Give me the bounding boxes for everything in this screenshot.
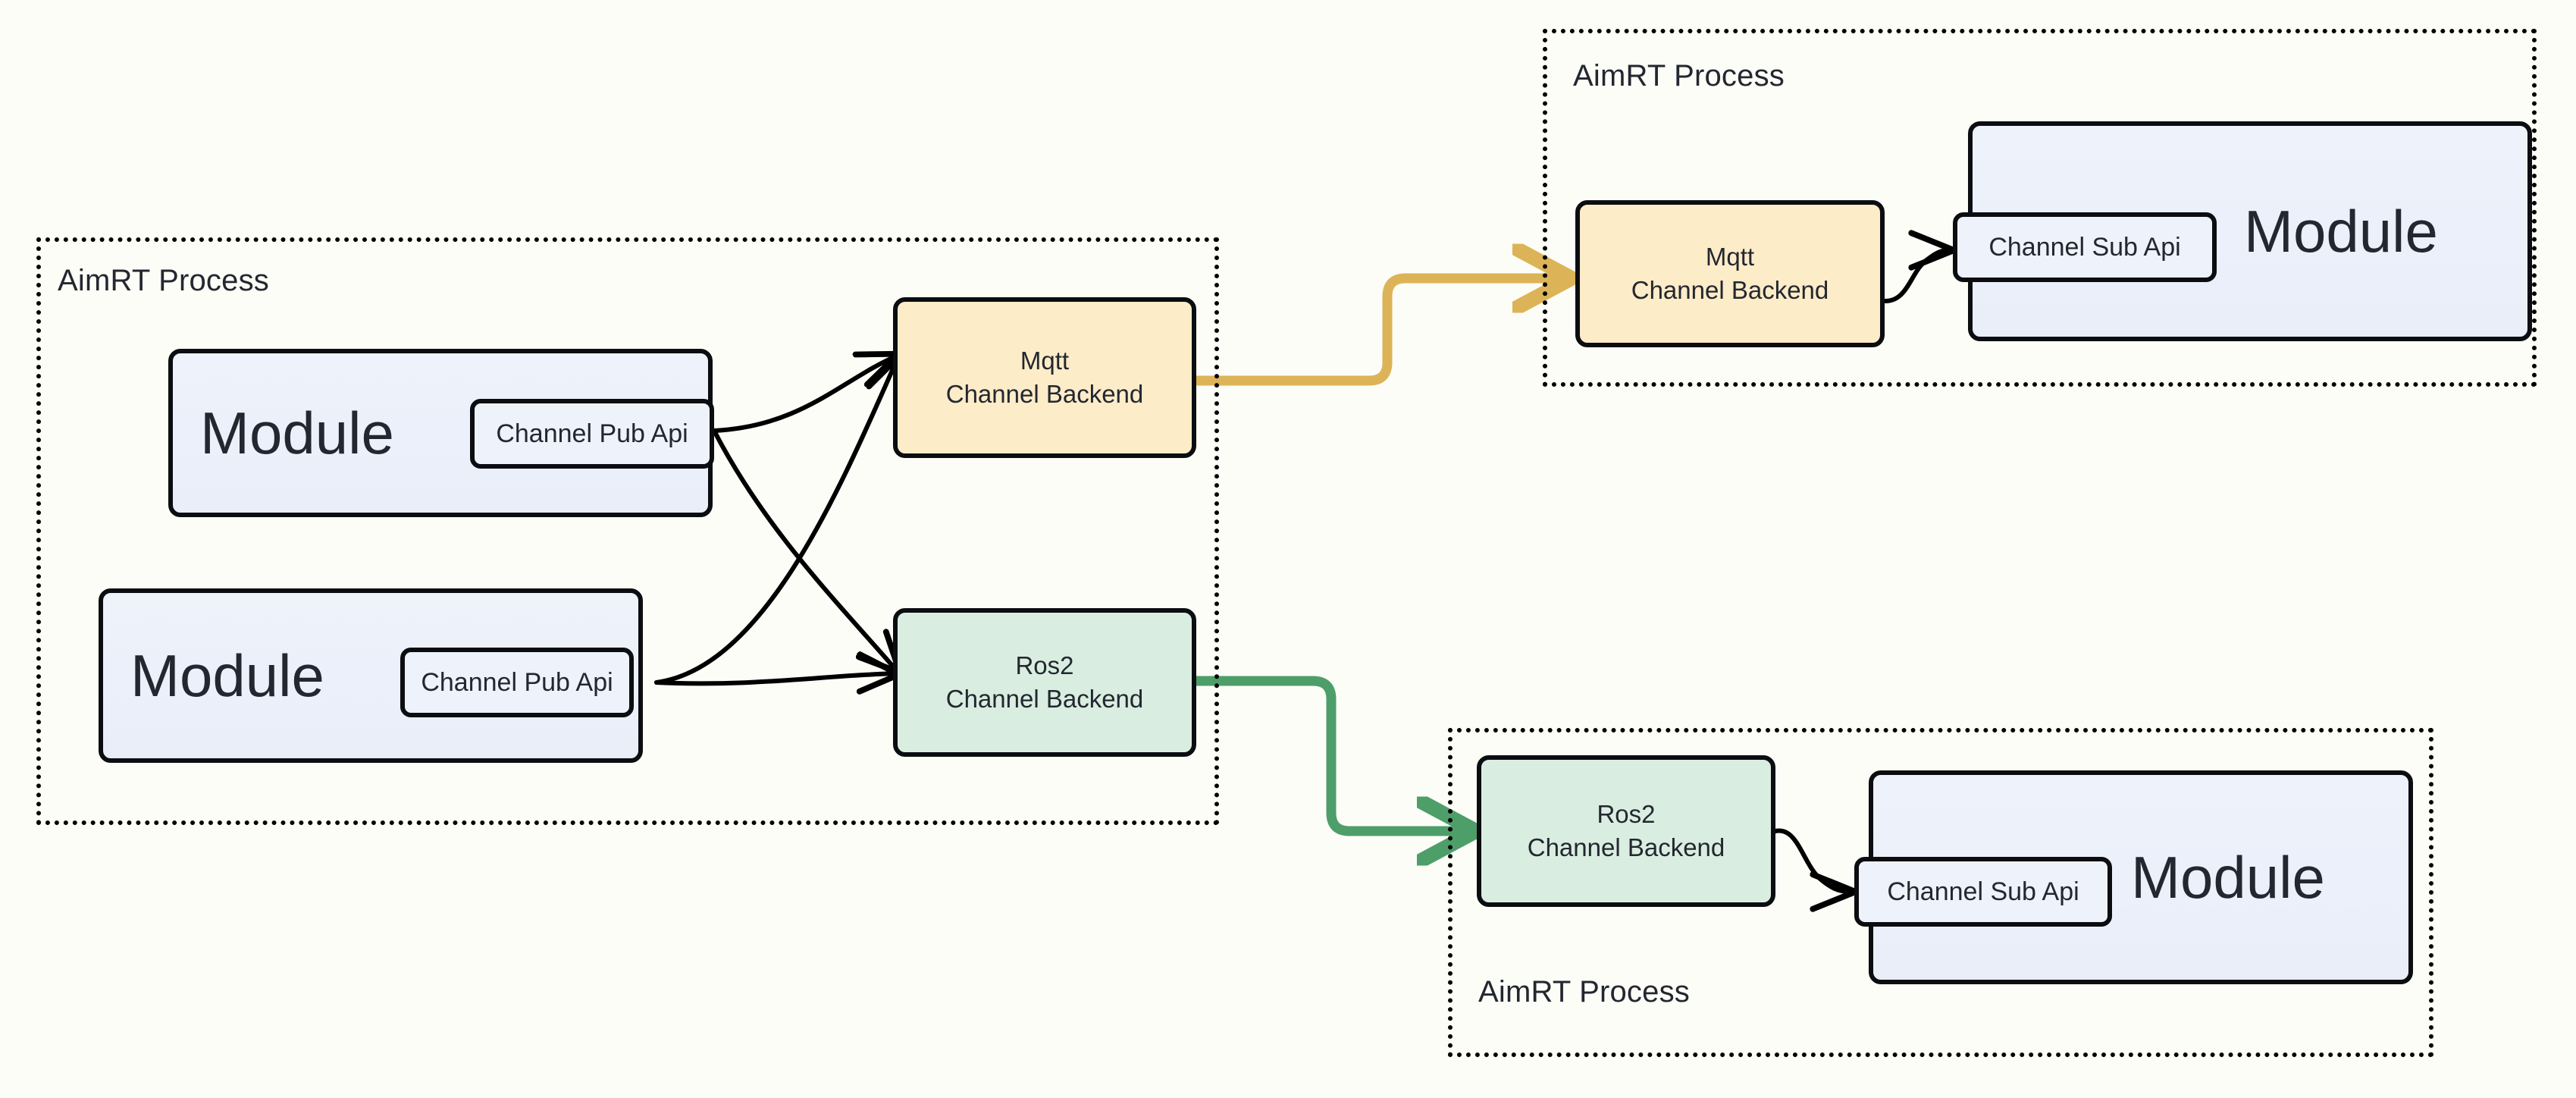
edge-mqtt-cross-process bbox=[1188, 278, 1568, 386]
module-title-2: Module bbox=[130, 642, 324, 709]
module-box-mqtt-subscriber[interactable]: Module bbox=[1968, 121, 2532, 341]
process-mqtt-subscriber-label: AimRT Process bbox=[1573, 59, 1785, 93]
channel-pub-api-label-1: Channel Pub Api bbox=[496, 419, 688, 448]
module-title-mqtt-subscriber: Module bbox=[2244, 198, 2438, 265]
edge-ros2-cross-process bbox=[1188, 676, 1472, 831]
process-publisher[interactable] bbox=[36, 237, 1219, 825]
module-title-ros2-subscriber: Module bbox=[2131, 844, 2325, 911]
channel-sub-api-label-mqtt: Channel Sub Api bbox=[1988, 232, 2181, 262]
process-publisher-label: AimRT Process bbox=[58, 264, 269, 297]
ros2-backend-name-local: Ros2 bbox=[1015, 651, 1074, 680]
module-box-2[interactable]: Module bbox=[99, 588, 643, 763]
ros2-backend-type-remote: Channel Backend bbox=[1527, 833, 1725, 861]
ros2-channel-backend-local[interactable]: Ros2 Channel Backend bbox=[893, 608, 1196, 757]
mqtt-channel-backend-remote[interactable]: Mqtt Channel Backend bbox=[1575, 200, 1885, 347]
mqtt-backend-type-remote: Channel Backend bbox=[1631, 276, 1829, 304]
mqtt-backend-type-local: Channel Backend bbox=[945, 380, 1144, 408]
channel-sub-api-mqtt[interactable]: Channel Sub Api bbox=[1953, 212, 2217, 282]
mqtt-backend-name-remote: Mqtt bbox=[1705, 243, 1755, 271]
module-title-1: Module bbox=[200, 400, 394, 466]
process-mqtt-subscriber[interactable] bbox=[1543, 29, 2537, 387]
channel-pub-api-label-2: Channel Pub Api bbox=[421, 667, 613, 697]
ros2-backend-name-remote: Ros2 bbox=[1597, 800, 1656, 829]
process-ros2-subscriber-label: AimRT Process bbox=[1478, 975, 1690, 1009]
channel-pub-api-1[interactable]: Channel Pub Api bbox=[470, 399, 714, 469]
mqtt-backend-name-local: Mqtt bbox=[1020, 347, 1070, 375]
channel-pub-api-2[interactable]: Channel Pub Api bbox=[400, 648, 634, 717]
ros2-backend-type-local: Channel Backend bbox=[945, 685, 1144, 713]
channel-sub-api-label-ros2: Channel Sub Api bbox=[1887, 877, 2079, 906]
channel-sub-api-ros2[interactable]: Channel Sub Api bbox=[1854, 857, 2112, 927]
process-ros2-subscriber[interactable] bbox=[1448, 728, 2433, 1057]
mqtt-channel-backend-local[interactable]: Mqtt Channel Backend bbox=[893, 297, 1196, 458]
ros2-channel-backend-remote[interactable]: Ros2 Channel Backend bbox=[1477, 755, 1775, 907]
